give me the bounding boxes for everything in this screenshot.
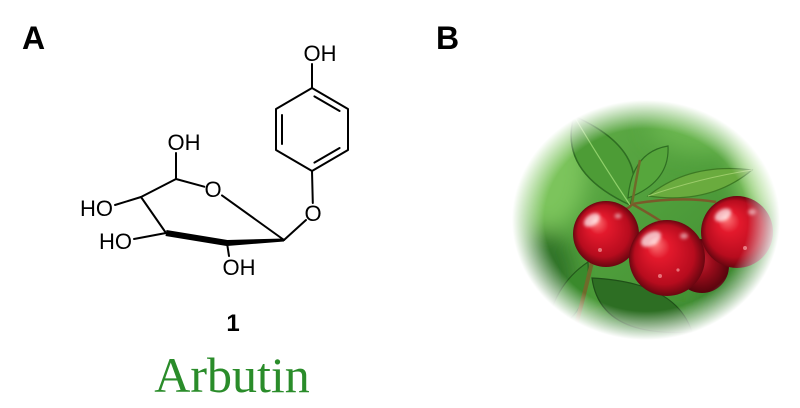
bond-c1-o5 xyxy=(221,194,285,241)
bond-c2-o xyxy=(226,242,230,257)
berry xyxy=(701,196,773,268)
bond-c2-c1 xyxy=(227,238,284,246)
bond-c5-c4 xyxy=(140,178,177,198)
leaf-vein xyxy=(573,115,631,206)
bond-o5-c5 xyxy=(175,178,206,188)
bond-aryl-o xyxy=(311,170,314,204)
background-foliage-blur xyxy=(510,97,800,352)
berry xyxy=(629,220,705,296)
arbutin-structure: OH OH HO O HO OH O xyxy=(80,41,349,280)
atom-label-glycosidic-o: O xyxy=(304,201,321,226)
bond-glycosidic xyxy=(283,219,307,241)
leaf xyxy=(627,145,669,199)
benzene-double-bond xyxy=(313,147,341,164)
atom-label-phenol-oh: OH xyxy=(304,41,337,66)
bond-c3-o xyxy=(133,232,167,240)
atom-label-ring-o: O xyxy=(204,177,221,202)
atom-label-hydroxymethyl-oh: OH xyxy=(168,130,201,155)
panel-b: B xyxy=(436,20,800,352)
atom-label-c3-ho: HO xyxy=(99,229,132,254)
compound-name: Arbutin xyxy=(154,347,310,403)
stem xyxy=(570,261,594,341)
stem xyxy=(630,159,642,205)
leaf xyxy=(591,277,693,334)
benzene-double-bond xyxy=(313,95,341,112)
bond-c4-o xyxy=(114,196,142,206)
stem xyxy=(631,202,663,224)
atom-label-c2-oh: OH xyxy=(223,255,256,280)
benzene-ring xyxy=(275,87,349,172)
stem xyxy=(631,198,717,206)
bond-c3-c2 xyxy=(165,230,228,246)
leaf-vein xyxy=(647,169,753,197)
panel-a: A OH OH HO O H xyxy=(22,20,349,403)
panel-label-a: A xyxy=(22,20,45,56)
berry xyxy=(573,201,639,267)
panel-label-b: B xyxy=(436,20,459,56)
compound-number: 1 xyxy=(226,310,239,337)
atom-label-c4-ho: HO xyxy=(80,196,113,221)
photo-panel xyxy=(510,97,800,352)
bond-c4-c3 xyxy=(140,196,167,234)
